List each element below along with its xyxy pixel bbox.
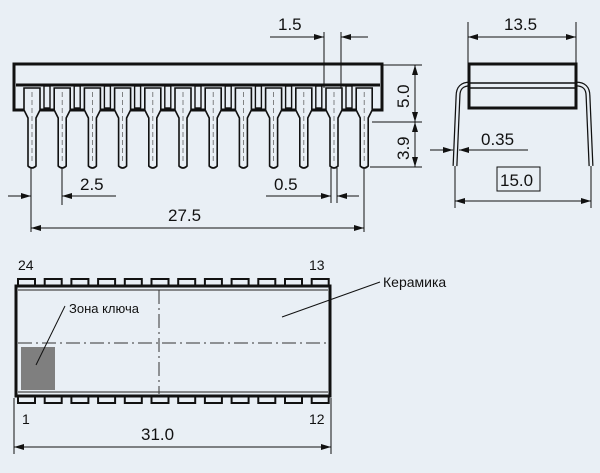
lead-spacer — [194, 85, 202, 109]
top-view: 24 13 1 12 Зона ключа Керамика 31.0 — [13, 257, 446, 454]
dim-lead-thickness: 0.35 — [481, 130, 514, 149]
side-body — [467, 62, 578, 110]
material-label: Керамика — [383, 274, 446, 290]
dim-length: 31.0 — [141, 425, 174, 444]
dim-row-spacing: 15.0 — [500, 171, 533, 190]
dim-pitch-gap: 1.5 — [278, 15, 302, 34]
dim-lead-length: 3.9 — [394, 136, 413, 160]
lead-spacer — [284, 85, 293, 109]
dim-body-height: 5.0 — [394, 84, 413, 108]
lead-spacer — [43, 85, 51, 109]
front-leads — [23, 85, 373, 169]
lead-spacer — [315, 85, 323, 109]
lead-spacer — [224, 85, 232, 109]
lead-spacer — [164, 85, 172, 109]
dim-pitch: 2.5 — [80, 175, 104, 194]
dim-body-width: 13.5 — [504, 15, 537, 34]
lead-spacer — [133, 85, 142, 109]
side-view: 13.5 0.35 15.0 — [430, 15, 594, 208]
lead-spacer — [345, 85, 353, 109]
material-leader — [281, 281, 381, 318]
pin-label-13: 13 — [309, 257, 325, 273]
dim-lead-span: 27.5 — [168, 206, 201, 225]
key-zone — [21, 347, 55, 390]
pin-label-24: 24 — [18, 257, 34, 273]
key-zone-label: Зона ключа — [69, 301, 140, 316]
dim-lead-width: 0.5 — [274, 175, 298, 194]
lead-spacer — [73, 85, 81, 109]
lead-spacer — [254, 85, 263, 109]
pin-label-1: 1 — [22, 411, 30, 427]
pin-label-12: 12 — [309, 411, 325, 427]
dim-box — [496, 166, 541, 192]
top-body — [14, 284, 332, 398]
key-zone-leader — [35, 305, 66, 366]
front-body — [12, 62, 384, 112]
lead-spacer — [103, 85, 112, 109]
front-view: 1.5 5.0 3.9 2.5 0.5 27.5 — [8, 15, 422, 232]
